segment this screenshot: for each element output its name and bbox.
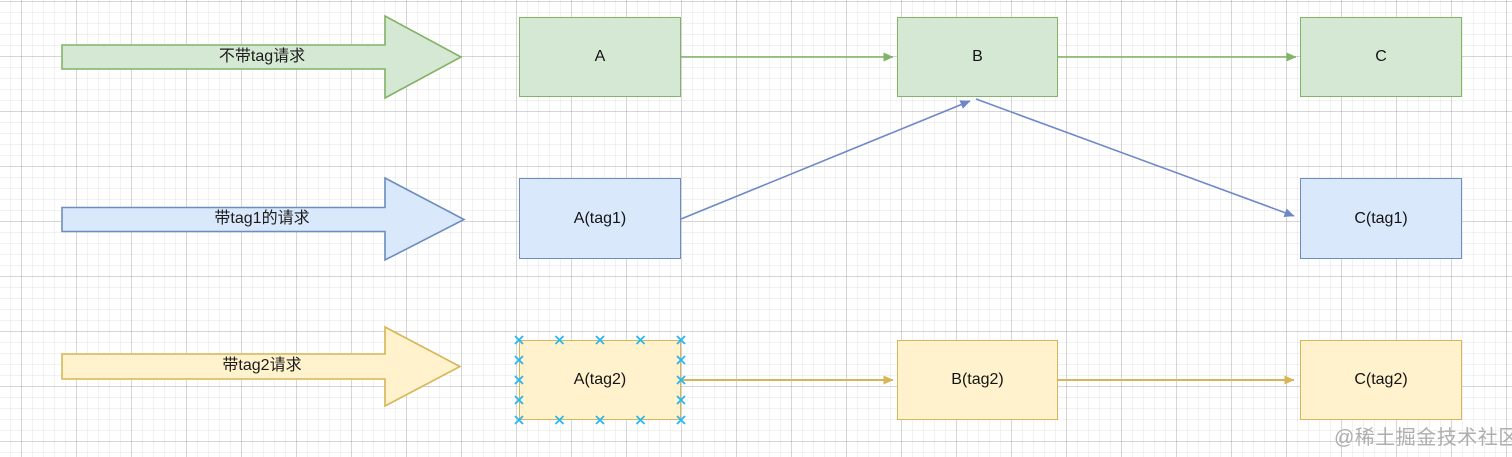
legend-arrow-label-no-tag: 不带tag请求: [218, 48, 306, 65]
node-c-tag2[interactable]: C(tag2): [1300, 340, 1462, 420]
node-b-label: B: [972, 48, 983, 65]
node-a-tag2-label: A(tag2): [573, 371, 627, 388]
node-c-label: C: [1375, 48, 1387, 65]
node-a[interactable]: A: [519, 17, 681, 97]
node-a-tag1-label: A(tag1): [573, 209, 627, 227]
node-a-tag2[interactable]: A(tag2): [519, 340, 681, 420]
legend-arrow-label-tag2: 带tag2请求: [222, 357, 302, 374]
node-a-label: A: [594, 48, 606, 65]
legend-arrow-label-tag1: 带tag1的请求: [214, 210, 310, 227]
node-c-tag1-label: C(tag1): [1354, 209, 1408, 227]
node-b-tag2-label: B(tag2): [951, 371, 1004, 388]
node-c-tag2-label: C(tag2): [1354, 371, 1408, 388]
edge-atag1-b[interactable]: [680, 100, 971, 220]
node-c-tag1[interactable]: C(tag1): [1300, 178, 1462, 259]
edge-b-ctag1[interactable]: [975, 98, 1295, 217]
node-b-tag2[interactable]: B(tag2): [897, 340, 1058, 420]
node-c[interactable]: C: [1300, 17, 1462, 97]
node-a-tag1[interactable]: A(tag1): [519, 178, 681, 259]
watermark: @稀土掘金技术社区: [1334, 427, 1512, 449]
node-b[interactable]: B: [897, 17, 1058, 97]
